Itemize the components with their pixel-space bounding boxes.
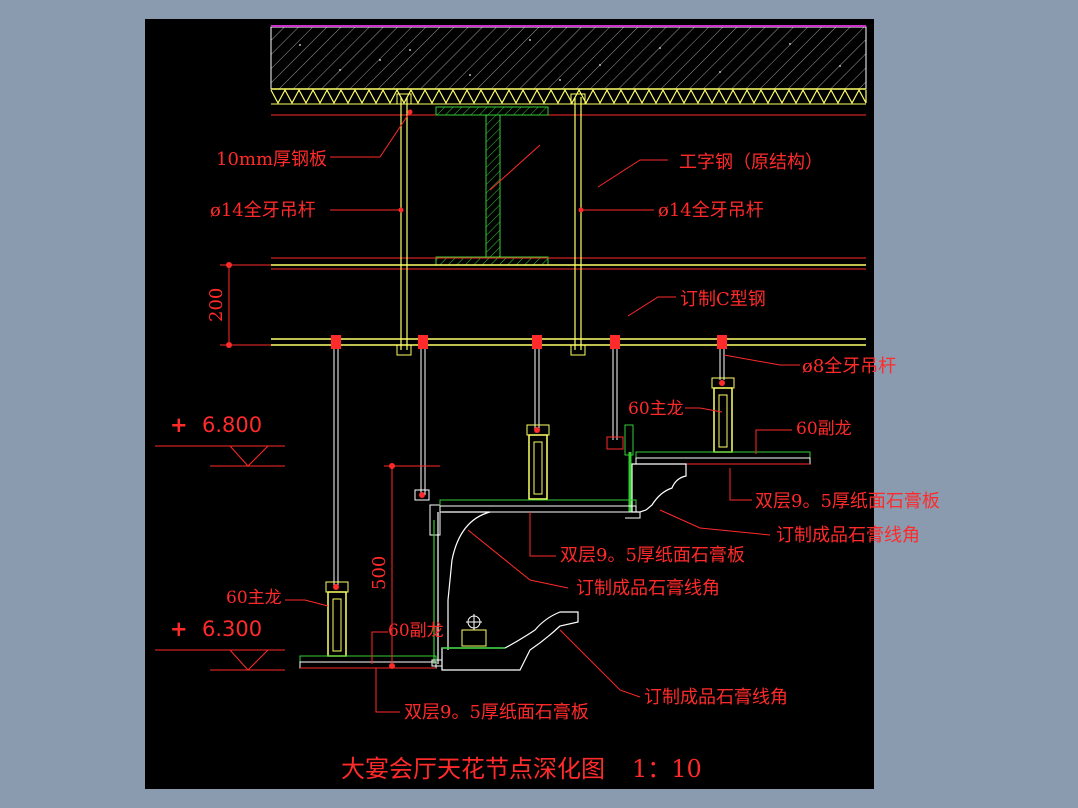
gypsum-molding-lower <box>441 611 579 671</box>
elevation-marker-lower: + 6.300 <box>155 617 285 671</box>
hanger-rod-14-right <box>570 93 586 356</box>
label-sub-keel-upper: 60副龙 <box>796 419 852 439</box>
gypsum-board-lower <box>299 655 437 669</box>
label-molding-upper-right: 订制成品石膏线角 <box>776 524 920 546</box>
label-molding-lower: 订制成品石膏线角 <box>644 686 788 708</box>
dimension-500-label: 500 <box>369 556 390 590</box>
drawing-title: 大宴会厅天花节点深化图 1：10 <box>341 755 702 783</box>
label-steel-plate: 10mm厚钢板 <box>216 149 327 170</box>
metal-deck <box>270 88 867 116</box>
elevation-marker-upper: + 6.800 <box>155 413 285 467</box>
gypsum-molding-upper <box>628 452 687 513</box>
main-keel-mid-clip <box>414 489 441 536</box>
elevation-lower-label: 6.300 <box>202 617 262 641</box>
concrete-slab <box>270 25 867 90</box>
dimension-500: 500 <box>369 463 440 669</box>
main-keel-upper-mid <box>526 424 550 500</box>
label-gypsum-lower: 双层9。5厚纸面石膏板 <box>404 701 589 723</box>
label-gypsum-upper-right: 双层9。5厚纸面石膏板 <box>755 490 940 512</box>
label-c-steel: 订制C型钢 <box>680 289 766 310</box>
scale-text: 1：10 <box>632 755 702 783</box>
leader-lines <box>285 109 800 713</box>
rod-clips <box>331 335 727 349</box>
label-rod14-left: ø14全牙吊杆 <box>210 200 316 221</box>
label-gypsum-mid: 双层9。5厚纸面石膏板 <box>560 544 745 566</box>
label-rod14-right: ø14全牙吊杆 <box>658 200 764 221</box>
drawing-sheet <box>145 19 874 789</box>
elevation-plus-icon: + <box>170 413 188 437</box>
label-main-keel-lower: 60主龙 <box>226 588 282 608</box>
c-steel-channel <box>271 338 866 346</box>
label-sub-keel-lower: 60副龙 <box>388 621 444 641</box>
gypsum-molding-mid <box>431 511 491 667</box>
support-frame-lines <box>271 257 866 270</box>
hanger-rod-14-left <box>396 93 412 356</box>
dimension-200: 200 <box>206 262 271 348</box>
dimension-200-label: 200 <box>206 288 227 322</box>
label-main-keel-upper: 60主龙 <box>628 399 684 419</box>
annotations: 10mm厚钢板 工字钢（原结构） ø14全牙吊杆 ø14全牙吊杆 订制C型钢 ø… <box>210 149 940 723</box>
elevation-plus-icon: + <box>170 617 188 641</box>
label-rod8: ø8全牙吊杆 <box>802 356 896 377</box>
label-molding-mid: 订制成品石膏线角 <box>576 577 720 599</box>
elevation-upper-label: 6.800 <box>202 413 262 437</box>
label-i-beam: 工字钢（原结构） <box>679 152 823 173</box>
fixture-symbol <box>461 614 487 647</box>
hanger-rod-8-group <box>333 345 725 585</box>
title-text: 大宴会厅天花节点深化图 <box>341 755 605 783</box>
